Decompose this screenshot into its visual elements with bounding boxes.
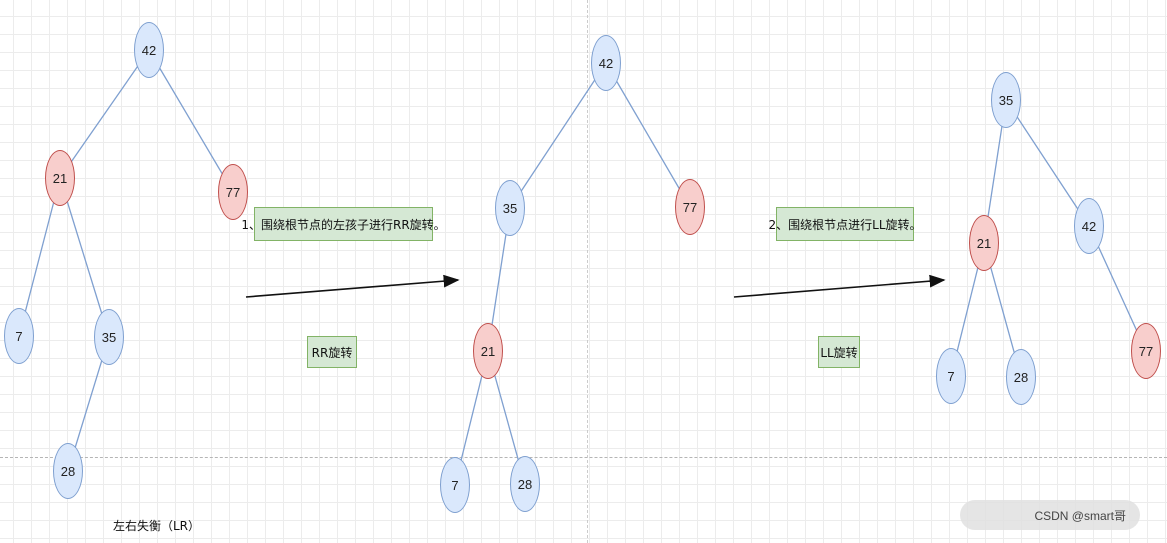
arrow-2	[733, 274, 946, 298]
tree-after-rr-node-35: 35	[495, 180, 525, 236]
step1-label: 1、围绕根节点的左孩子进行RR旋转。	[241, 207, 446, 241]
tree-after-ll-node-7: 7	[936, 348, 966, 404]
tree-after-ll-node-21: 21	[969, 215, 999, 271]
step2-label: 2、围绕根节点进行LL旋转。	[769, 207, 922, 241]
tree-before-node-42: 42	[134, 22, 164, 78]
tree-before-edge-42-77	[148, 49, 234, 193]
tree-before-node-77: 77	[218, 164, 248, 220]
tree-before-node-28: 28	[53, 443, 83, 499]
tree-before-edge-21-35	[59, 177, 110, 338]
page-boundary-line	[587, 0, 588, 543]
tree-after-ll-node-35: 35	[991, 72, 1021, 128]
tree-before-edge-21-7	[18, 177, 61, 337]
tree-after-rr-edge-42-77	[605, 62, 691, 208]
tree-before-node-7: 7	[4, 308, 34, 364]
arrow-1	[245, 274, 460, 298]
ll-rotation-label: LL旋转	[818, 336, 860, 368]
dashed-separator	[0, 457, 1167, 458]
tree-after-rr-node-28: 28	[510, 456, 540, 512]
tree-after-ll-node-77: 77	[1131, 323, 1161, 379]
watermark-badge: CSDN @smart哥	[960, 500, 1140, 530]
tree-after-rr-node-21: 21	[473, 323, 503, 379]
tree-after-rr-node-77: 77	[675, 179, 705, 235]
rr-rotation-label: RR旋转	[307, 336, 357, 368]
tree-after-ll-node-42: 42	[1074, 198, 1104, 254]
tree-before-node-35: 35	[94, 309, 124, 365]
tree-after-rr-node-7: 7	[440, 457, 470, 513]
tree-before-node-21: 21	[45, 150, 75, 206]
tree-after-ll-node-28: 28	[1006, 349, 1036, 405]
tree-before-edge-42-21	[59, 49, 150, 179]
tree-after-ll-edge-35-42	[1005, 99, 1090, 227]
tree-after-rr-node-42: 42	[591, 35, 621, 91]
diagram-caption: 左右失衡（LR）	[113, 519, 201, 533]
watermark-text: CSDN @smart哥	[1034, 508, 1126, 523]
tree-after-rr-edge-42-35	[509, 62, 607, 209]
